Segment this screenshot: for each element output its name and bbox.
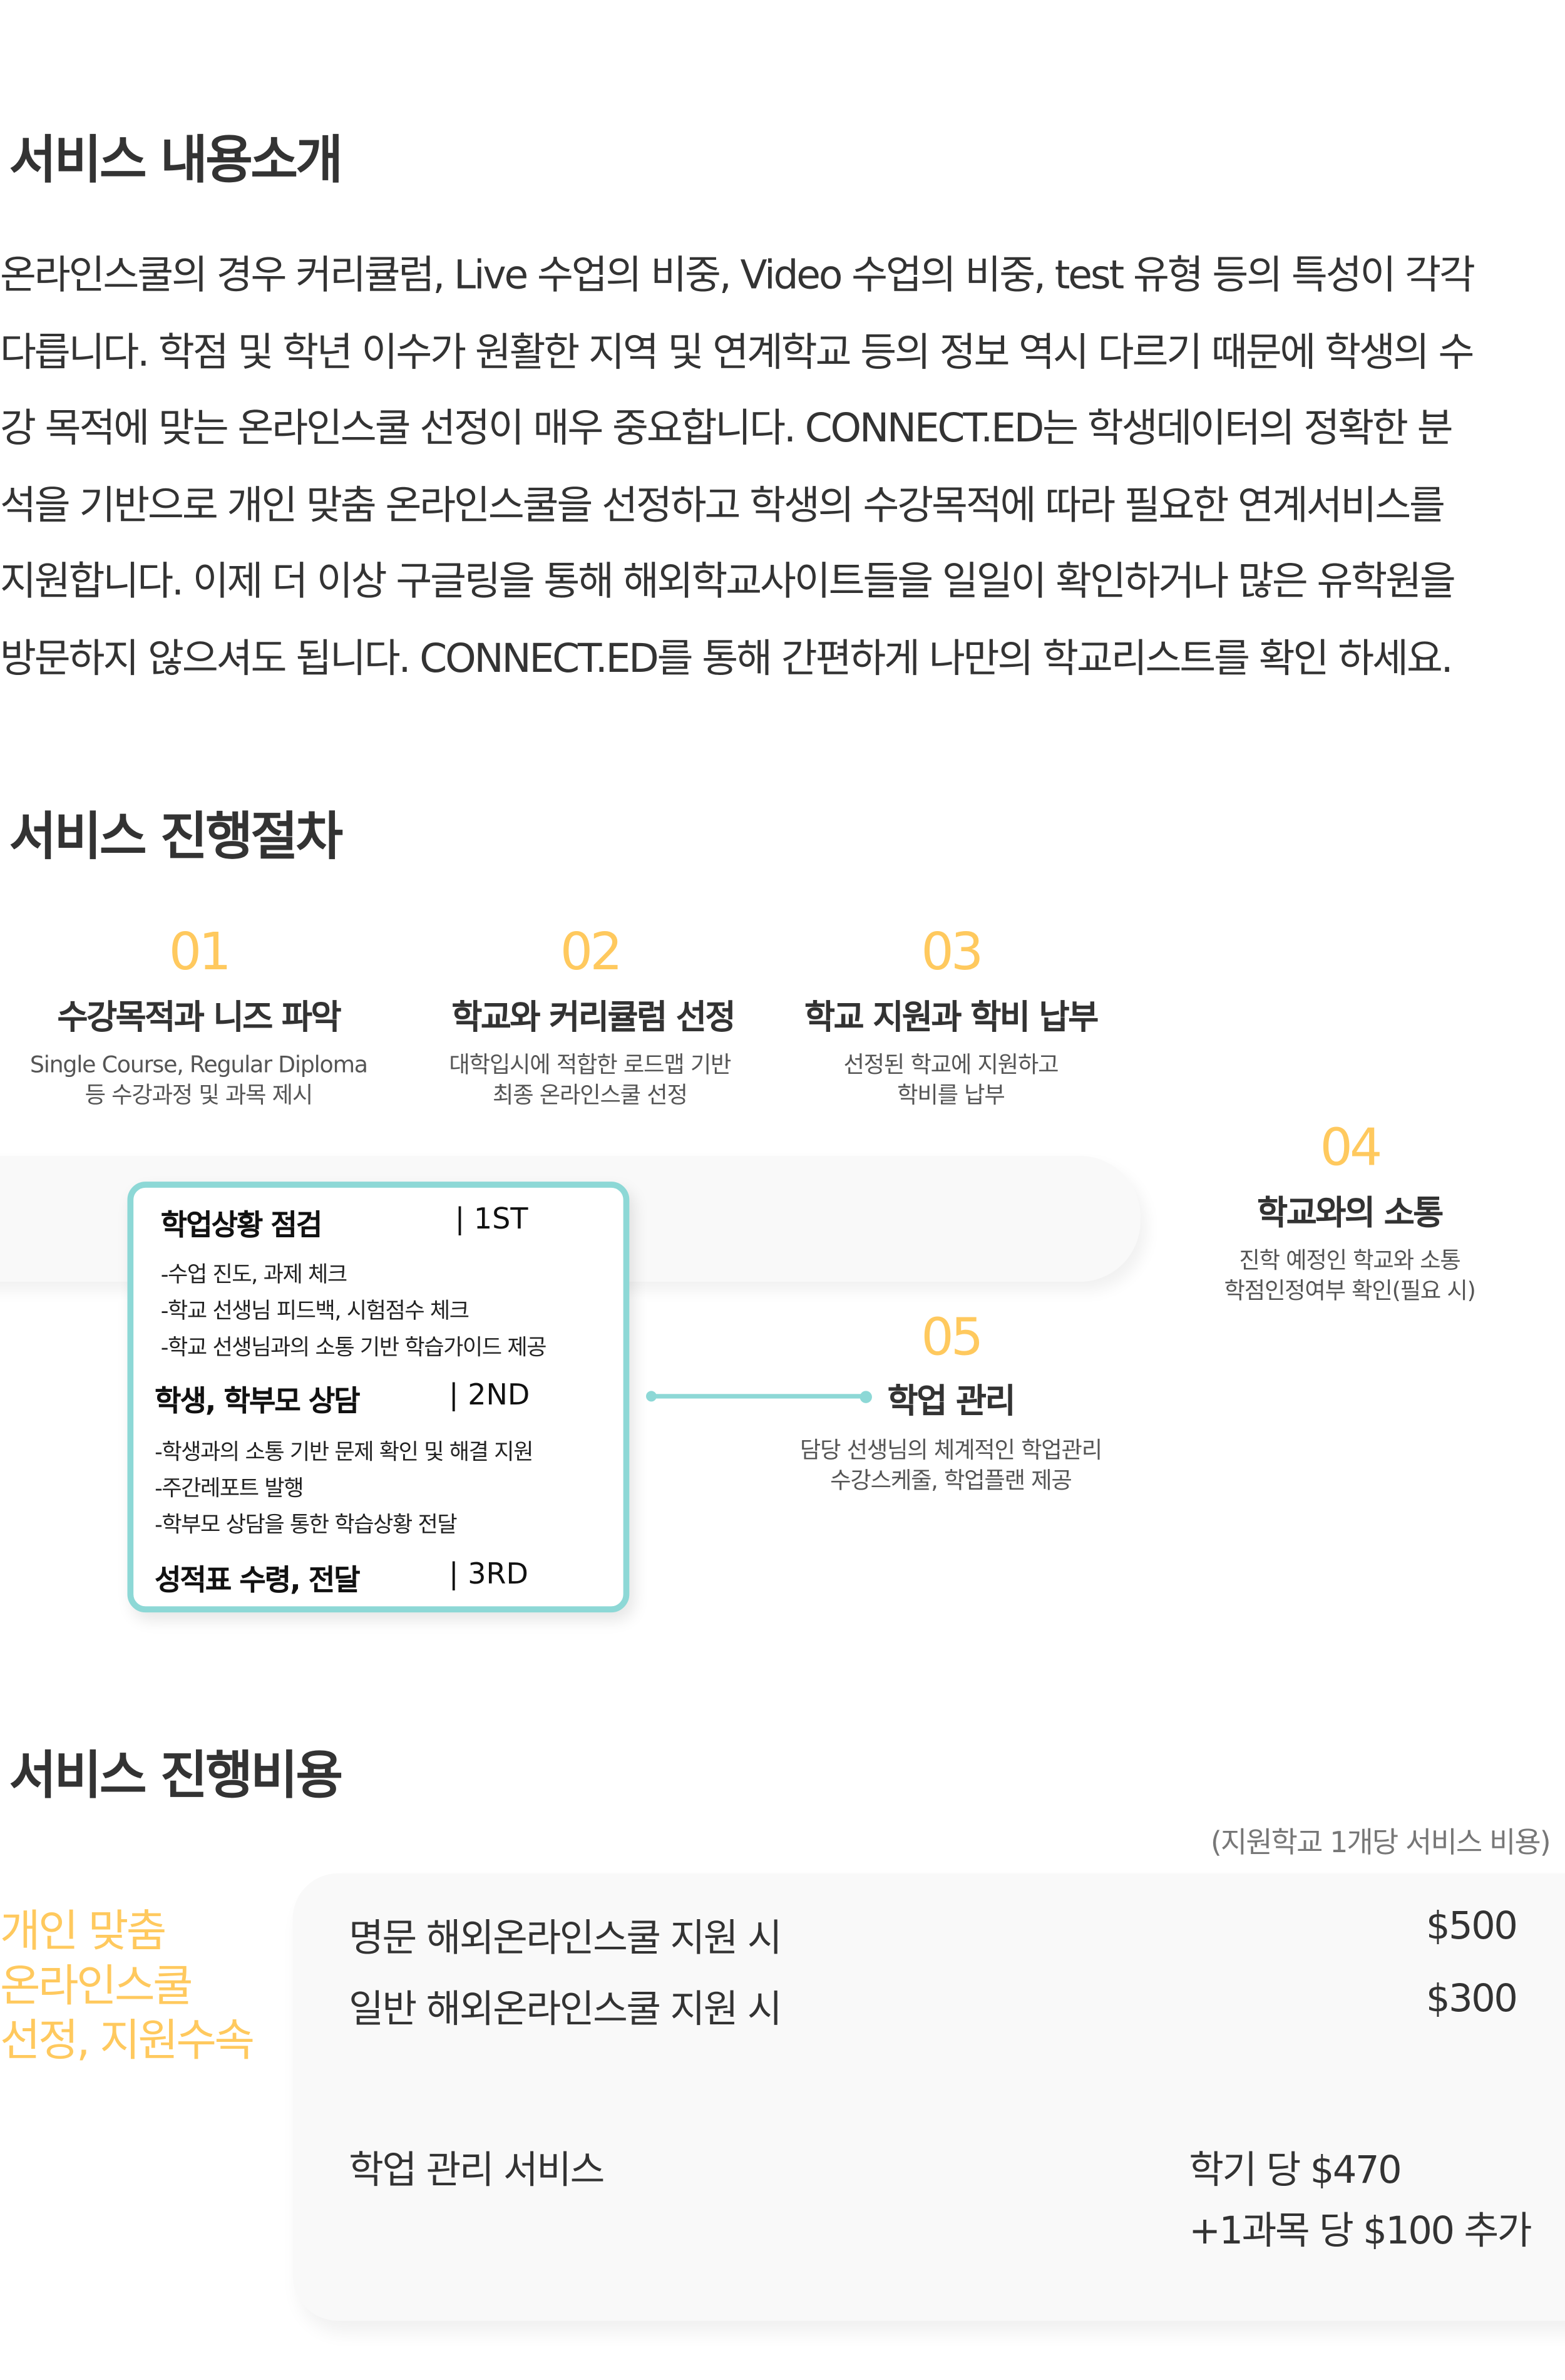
intro-line: 강 목적에 맞는 온라인스쿨 선정이 매우 중요합니다. CONNECT.ED는… [0,406,1454,452]
step-desc-line: 등 수강과정 및 과목 제시 [85,1081,314,1109]
step-number: 02 [560,922,623,983]
intro-paragraph: 온라인스쿨의 경우 커리큘럼, Live 수업의 비중, Video 수업의 비… [0,238,1565,698]
intro-line: 석을 기반으로 개인 맞춤 온라인스쿨을 선정하고 학생의 수강목적에 따라 필… [0,483,1445,529]
step-title: 학교와의 소통 [1257,1195,1444,1234]
price-row-label: 일반 해외온라인스쿨 지원 시 [349,1987,782,2031]
category-line: 온라인스쿨 [0,1959,193,2012]
detail-title: 성적표 수령, 전달 [155,1563,361,1597]
detail-item: -학교 선생님과의 소통 기반 학습가이드 제공 [160,1336,547,1361]
detail-order: | 3RD [449,1557,528,1592]
price-row-label: 명문 해외온라인스쿨 지원 시 [349,1915,782,1960]
management-label: 학업 관리 서비스 [349,2148,605,2192]
step-title: 학업 관리 [887,1383,1016,1421]
intro-line: 다릅니다. 학점 및 학년 이수가 원활한 지역 및 연계학교 등의 정보 역시… [0,329,1474,376]
process-heading: 서비스 진행절차 [9,806,344,868]
connector-dot [859,1391,872,1403]
detail-item: -학교 선생님 피드백, 시험점수 체크 [160,1300,470,1324]
pricing-box [292,1873,1565,2321]
cost-note: (지원학교 1개당 서비스 비용) [1210,1826,1551,1860]
detail-item: -수업 진도, 과제 체크 [160,1263,347,1288]
category-line: 개인 맞춤 [0,1905,167,1957]
price-row-value: $500 [1426,1903,1518,1948]
detail-title: 학생, 학부모 상담 [155,1384,361,1419]
intro-line: 온라인스쿨의 경우 커리큘럼, Live 수업의 비중, Video 수업의 비… [0,253,1475,299]
step-desc-line: 수강스케줄, 학업플랜 제공 [830,1466,1072,1495]
step-number: 05 [921,1307,983,1369]
detail-order: | 2ND [449,1379,530,1413]
intro-heading: 서비스 내용소개 [9,130,344,192]
connector-line [652,1394,868,1399]
connector-dot [645,1391,657,1402]
detail-order: | 1ST [454,1203,528,1237]
intro-line: 지원합니다. 이제 더 이상 구글링을 통해 해외학교사이트들을 일일이 확인하… [0,559,1456,605]
price-row-value: $300 [1426,1976,1518,2021]
detail-title: 학업상황 점검 [160,1208,322,1243]
step-desc-line: 최종 온라인스쿨 선정 [493,1081,688,1109]
category-line: 선정, 지원수속 [0,2014,255,2066]
management-detail-box: 학업상황 점검 | 1ST -수업 진도, 과제 체크 -학교 선생님 피드백,… [127,1182,630,1613]
step-number: 04 [1320,1118,1382,1179]
detail-item: -주간레포트 발행 [155,1477,304,1502]
step-number: 01 [168,922,232,983]
step-desc-line: 진학 예정인 학교와 소통 [1239,1247,1460,1274]
intro-line: 방문하지 않으셔도 됩니다. CONNECT.ED를 통해 간편하게 나만의 학… [0,636,1454,682]
step-desc-line: 선정된 학교에 지원하고 [843,1051,1059,1079]
step-desc-line: Single Course, Regular Diploma [29,1051,368,1079]
step-desc-line: 학비를 납부 [897,1081,1005,1109]
management-price-extra: +1과목 당 $100 추가 [1189,2208,1532,2253]
step-desc-line: 담당 선생님의 체계적인 학업관리 [799,1436,1102,1464]
detail-item: -학생과의 소통 기반 문제 확인 및 해결 지원 [155,1441,533,1466]
cost-heading: 서비스 진행비용 [9,1746,344,1807]
step-desc-line: 대학입시에 적합한 로드맵 기반 [449,1051,731,1079]
management-price: 학기 당 $470 [1189,2148,1402,2192]
step-desc-line: 학점인정여부 확인(필요 시) [1224,1277,1476,1305]
step-title: 학교와 커리큘럼 선정 [451,999,736,1038]
step-title: 수강목적과 니즈 파악 [57,999,341,1038]
step-title: 학교 지원과 학비 납부 [804,999,1099,1038]
service-category: 개인 맞춤 온라인스쿨 선정, 지원수속 [0,1903,255,2068]
detail-item: -학부모 상담을 통한 학습상황 전달 [155,1513,458,1538]
step-number: 03 [921,922,983,983]
